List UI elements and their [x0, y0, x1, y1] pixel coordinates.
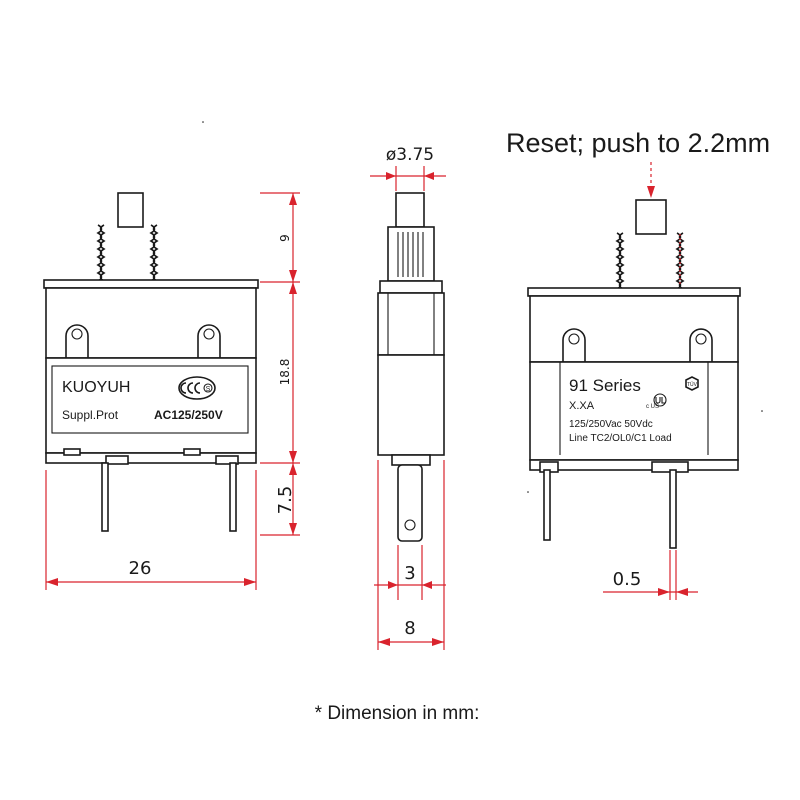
right-spring-left: [618, 232, 625, 290]
right-terminal-pin-left: [543, 469, 551, 541]
suppl-text: Suppl.Prot: [62, 408, 119, 422]
dim-terminal-label: 3: [404, 563, 415, 584]
svg-text:TÜV: TÜV: [687, 381, 698, 388]
reset-callout: Reset; push to 2.2mm: [506, 128, 770, 158]
dim-diameter-label: ø3.75: [386, 145, 434, 165]
right-terminal-pin-right: [669, 469, 677, 549]
mount-hole-left: [65, 324, 89, 358]
right-mounting-plate: [527, 287, 741, 297]
svg-text:S: S: [206, 386, 211, 393]
side-body-lower: [377, 354, 445, 456]
right-mount-hole-left: [562, 328, 586, 362]
footnote: * Dimension in mm:: [315, 703, 480, 724]
spring-right: [152, 224, 159, 282]
front-view-right: Reset; push to 2.2mm 91 Series X.XA 125/…: [506, 128, 770, 549]
right-view-dimensions: 0.5: [603, 550, 698, 600]
terminal-pin-right: [229, 462, 237, 532]
side-view-dimensions: ø3.75 3 8: [370, 145, 446, 650]
model-text: X.XA: [569, 400, 595, 412]
dim-side-width-label: 8: [404, 618, 415, 639]
svg-text:c US: c US: [646, 404, 659, 410]
right-body-upper: [529, 295, 739, 363]
right-spring-right: [678, 232, 685, 290]
terminal-pin-left: [101, 462, 109, 532]
right-body-label-area: [529, 361, 739, 461]
ccc-mark-icon: S: [178, 376, 216, 400]
body-base: [45, 452, 257, 464]
spring-left-inner: [96, 224, 103, 282]
mount-hole-right: [197, 324, 221, 358]
series-text: 91 Series: [569, 376, 641, 395]
right-mount-hole-right: [689, 328, 713, 362]
body-upper: [45, 287, 257, 359]
right-rating-text: 125/250Vac 50Vdc: [569, 419, 653, 430]
terminals-text: Line TC2/OL0/C1 Load: [569, 433, 672, 444]
side-button: [395, 192, 425, 228]
side-terminal: [397, 464, 423, 542]
right-reset-button: [635, 199, 667, 235]
dim-width-label: 26: [129, 558, 152, 579]
left-view-dimensions: 9 18.8 7.5 26: [45, 192, 300, 590]
side-view: [377, 192, 445, 542]
mounting-plate: [43, 279, 259, 289]
spring-left: [99, 224, 106, 282]
front-view-left: KUOYUH Suppl.Prot AC125/250V S: [43, 192, 259, 532]
side-plate: [379, 280, 443, 294]
brand-text: KUOYUH: [62, 379, 130, 396]
side-threaded-neck: [387, 226, 435, 282]
label-plate: [51, 365, 249, 434]
dim-pin-label: 7.5: [275, 486, 296, 515]
side-body-upper: [377, 292, 445, 356]
dim-top-label: 9: [278, 234, 292, 242]
ul-mark-icon: c US: [646, 393, 667, 410]
dim-pin-thickness-label: 0.5: [613, 569, 642, 590]
body-label-area: [45, 357, 257, 454]
tuv-mark-icon: TÜV: [685, 376, 699, 391]
dim-body-label: 18.8: [278, 359, 292, 386]
rating-text: AC125/250V: [154, 408, 223, 422]
right-body-base: [529, 459, 739, 471]
reset-button: [117, 192, 144, 228]
spring-right-inner: [149, 224, 156, 282]
